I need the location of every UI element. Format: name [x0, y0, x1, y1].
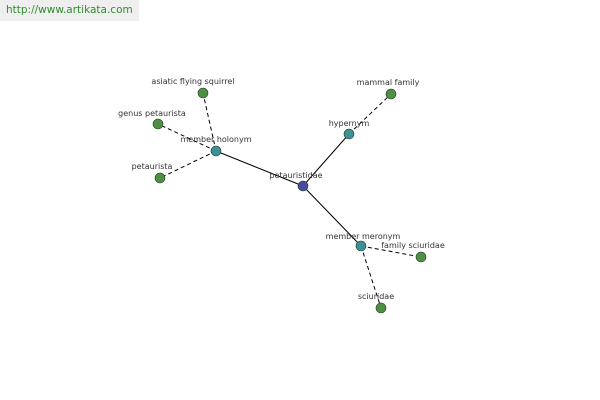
node-petaurista[interactable] [154, 172, 166, 184]
node-family-sciuridae[interactable] [415, 251, 427, 263]
site-url-banner[interactable]: http://www.artikata.com [0, 0, 139, 21]
node-member-meronym[interactable] [355, 240, 367, 252]
node-label-member-holonym[interactable]: member holonym [180, 135, 251, 144]
node-sciuridae[interactable] [375, 302, 387, 314]
node-label-mammal-family[interactable]: mammal family [357, 78, 420, 87]
edge-member-meronym-to-sciuridae [360, 245, 382, 309]
node-label-petaurista[interactable]: petaurista [132, 162, 173, 171]
node-hypernym[interactable] [343, 128, 355, 140]
node-label-petauristidae[interactable]: petauristidae [269, 171, 322, 180]
edges-layer [157, 92, 422, 309]
node-petauristidae[interactable] [297, 180, 309, 192]
node-mammal-family[interactable] [385, 88, 397, 100]
edge-member-holonym-to-genus-petaurista [157, 123, 217, 152]
node-label-sciuridae[interactable]: sciuridae [358, 292, 394, 301]
node-label-family-sciuridae[interactable]: family sciuridae [381, 241, 445, 250]
edge-hypernym-to-mammal-family [348, 93, 392, 135]
node-label-hypernym[interactable]: hypernym [329, 119, 370, 128]
edge-petauristidae-to-hypernym [302, 133, 350, 187]
edge-petauristidae-to-member-holonym [215, 150, 304, 187]
edge-member-meronym-to-family-sciuridae [360, 245, 422, 258]
site-url-text[interactable]: http://www.artikata.com [6, 4, 133, 16]
nodes-layer [152, 87, 427, 314]
node-label-member-meronym[interactable]: member meronym [326, 232, 401, 241]
node-label-asiatic-flying-squirrel[interactable]: asiatic flying squirrel [151, 77, 234, 86]
edge-petauristidae-to-member-meronym [302, 185, 362, 247]
node-member-holonym[interactable] [210, 145, 222, 157]
node-asiatic-flying-squirrel[interactable] [197, 87, 209, 99]
node-label-genus-petaurista[interactable]: genus petaurista [118, 109, 186, 118]
node-genus-petaurista[interactable] [152, 118, 164, 130]
edge-member-holonym-to-petaurista [159, 150, 217, 179]
edge-member-holonym-to-asiatic-flying-squirrel [202, 92, 217, 152]
labels-layer: petauristidae member holonym hypernym membe… [118, 77, 445, 301]
